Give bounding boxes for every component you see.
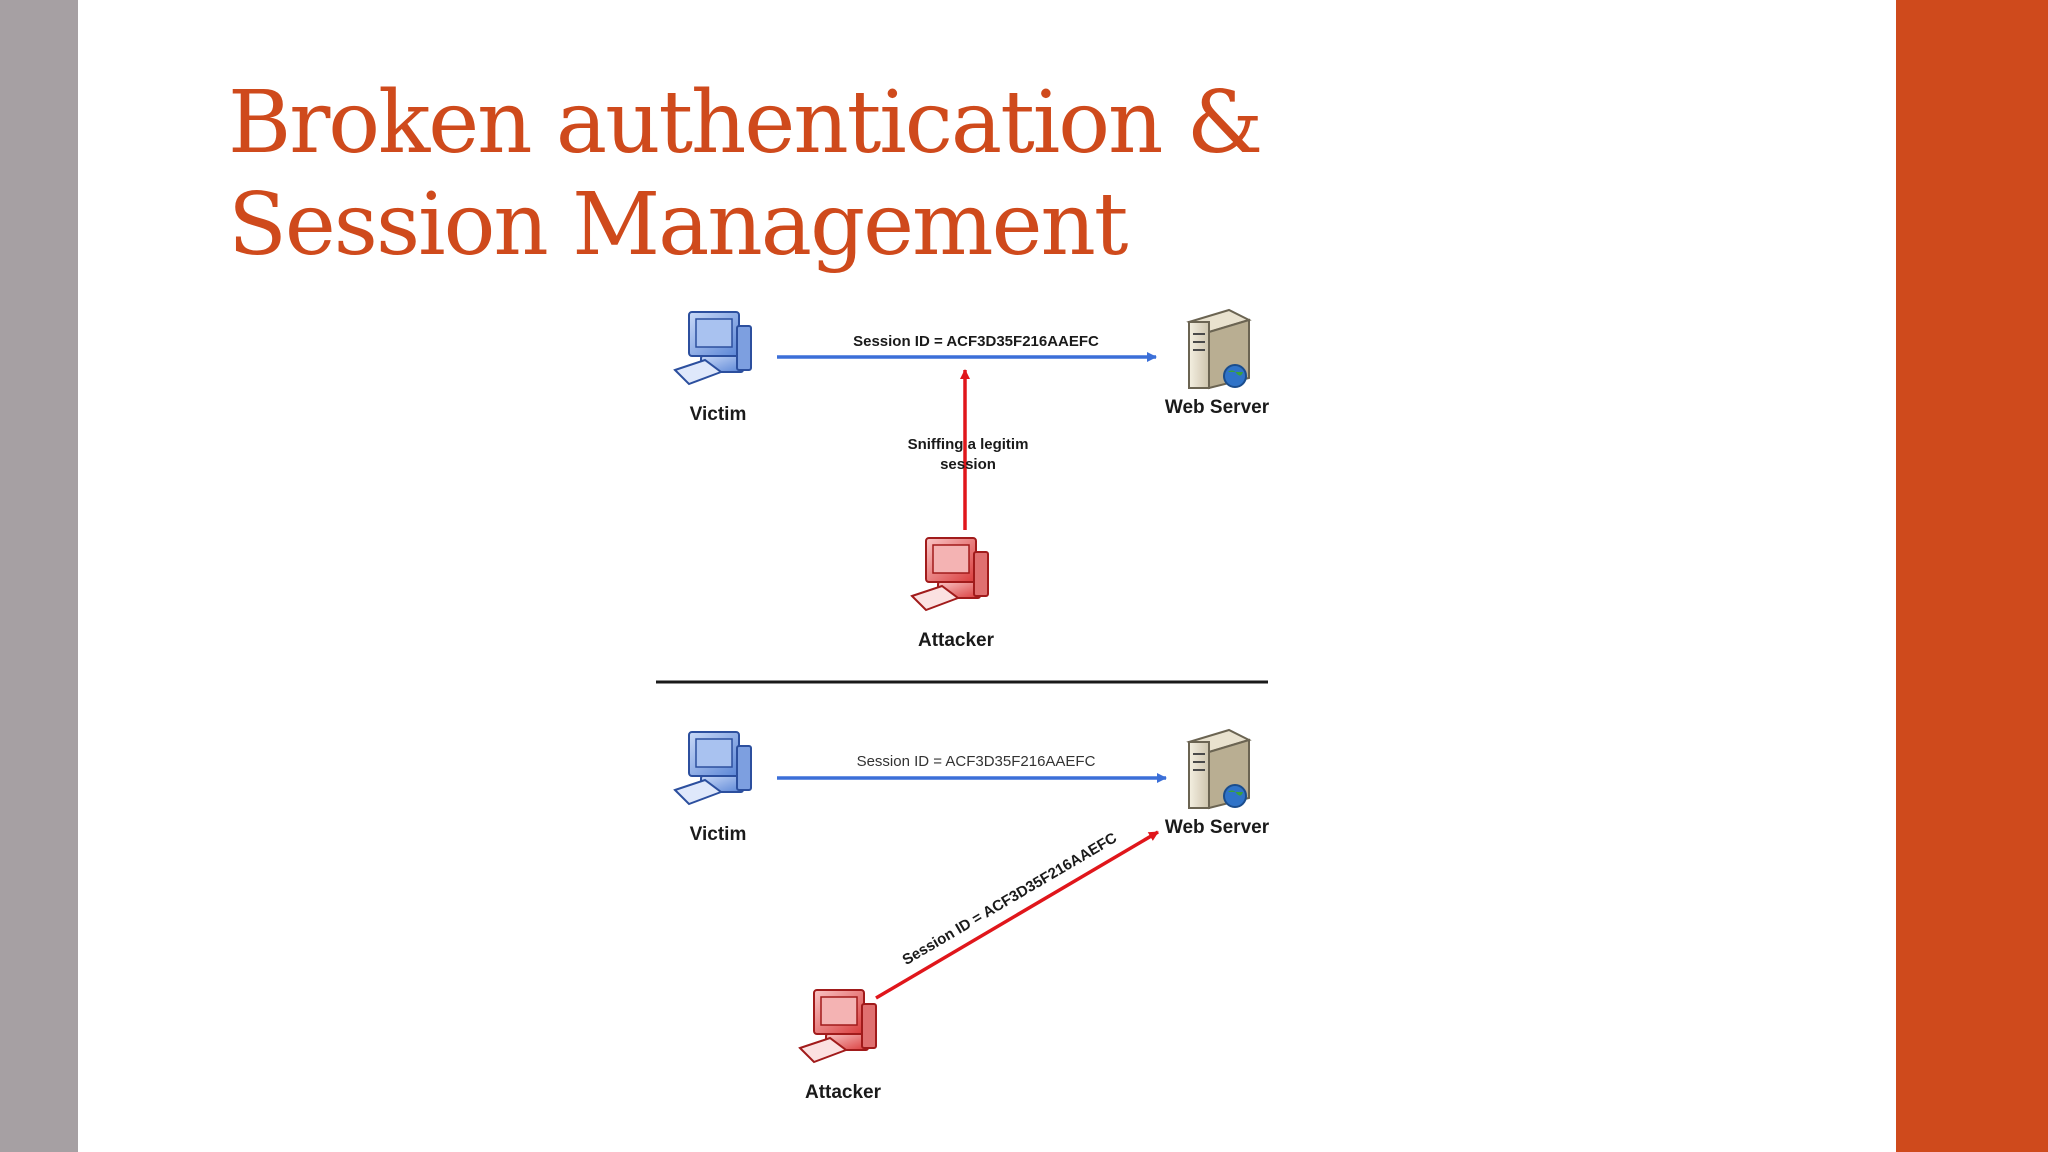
sniffing-label-line2: session <box>940 456 996 473</box>
left-accent-bar <box>0 0 78 1152</box>
victim-computer-icon <box>673 311 752 386</box>
hijack-arrow <box>875 830 1159 1000</box>
title-line-2: Session Management <box>228 175 1128 275</box>
web-server-label-bottom: Web Server <box>1165 817 1270 838</box>
attacker-label: Attacker <box>918 630 995 651</box>
hijack-session-label: Session ID = ACF3D35F216AAEFC <box>900 829 1121 968</box>
attacker-label-bottom: Attacker <box>805 1082 882 1103</box>
title-line-1: Broken authentication & <box>228 73 1263 173</box>
victim-label: Victim <box>690 404 747 425</box>
sniffing-label-line1: Sniffing a legitim <box>908 436 1029 453</box>
slide-title: Broken authentication & Session Manageme… <box>228 72 1263 276</box>
attacker-computer-icon <box>910 537 989 612</box>
session-id-label: Session ID = ACF3D35F216AAEFC <box>853 333 1099 350</box>
attacker-computer-icon <box>798 989 877 1064</box>
right-accent-bar <box>1896 0 2048 1152</box>
victim-label-bottom: Victim <box>690 824 747 845</box>
victim-computer-icon <box>673 731 752 806</box>
web-server-icon <box>1186 728 1252 810</box>
session-hijack-diagram: Victim Web Server Session ID = ACF3D35F2… <box>640 290 1290 1130</box>
web-server-icon <box>1186 308 1252 390</box>
session-id-label-bottom: Session ID = ACF3D35F216AAEFC <box>857 753 1096 770</box>
web-server-label: Web Server <box>1165 397 1270 418</box>
